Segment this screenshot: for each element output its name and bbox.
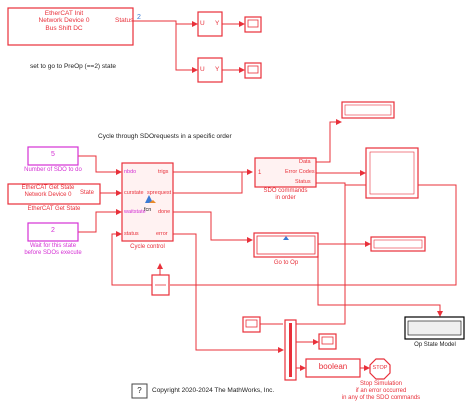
const-wait-value: 2 xyxy=(51,227,55,234)
boolean-label: boolean xyxy=(318,362,348,371)
boolean-block[interactable] xyxy=(305,358,361,378)
subsystem-lower-out: Y xyxy=(215,66,220,73)
goto-op-block[interactable] xyxy=(253,232,319,258)
cycle-note: Cycle through SDOrequests in a specific … xyxy=(98,133,232,140)
init-block-text: EtherCAT Init Network Device 0 Bus Shift… xyxy=(38,10,90,32)
help-button[interactable] xyxy=(131,383,148,399)
sdo-port-data: Data xyxy=(299,159,311,165)
subsystem-lower[interactable] xyxy=(197,57,223,83)
cycle-control-block[interactable] xyxy=(121,162,174,242)
subsystem-upper[interactable] xyxy=(197,11,223,37)
sdo-port-error-codes: Error Codes xyxy=(285,169,315,175)
cycle-input-nbdo: nbdo xyxy=(124,169,137,175)
const-wait-block[interactable] xyxy=(27,222,79,242)
scope-mux-input[interactable] xyxy=(242,316,261,333)
scope-error-codes[interactable] xyxy=(365,147,419,199)
sdo-caption: SDO commands in order xyxy=(263,188,308,201)
signal-marker: 2 xyxy=(137,14,141,21)
const-wait-caption: Wait for this state before SDOs execute xyxy=(24,243,82,256)
get-state-caption: EtherCAT Get State xyxy=(27,206,81,212)
const-sdo-caption: Number of SDO to do xyxy=(24,167,82,173)
preop-note: set to go to PreOp (==2) state xyxy=(30,63,116,70)
stop-label: STOP xyxy=(372,365,388,371)
goto-op-caption: Go to Op xyxy=(273,260,299,266)
scope-mux-output[interactable] xyxy=(318,333,337,350)
get-state-port: State xyxy=(80,190,95,196)
cycle-input-curstate: curstate xyxy=(124,190,144,196)
stop-block[interactable] xyxy=(369,358,391,380)
cycle-input-status: status xyxy=(124,231,139,237)
stop-caption: Stop Simulation if an error occurred in … xyxy=(341,381,421,401)
signal-lines xyxy=(77,20,457,371)
sdo-port-status: Status xyxy=(295,179,311,185)
cycle-output-done: done xyxy=(158,209,171,215)
cycle-output-trigs: trigs xyxy=(158,169,169,175)
cycle-input-waitstate: waitstate xyxy=(124,209,146,215)
mux-block[interactable] xyxy=(284,319,297,381)
copyright: Copyright 2020-2024 The MathWorks, Inc. xyxy=(152,387,275,394)
display-goto-op[interactable] xyxy=(370,236,426,252)
subsystem-upper-out: Y xyxy=(215,20,220,27)
get-state-block[interactable] xyxy=(7,183,101,205)
sdo-commands-block[interactable] xyxy=(254,157,317,188)
subsystem-upper-in: U xyxy=(200,20,205,27)
cycle-output-sprequest: sprequest xyxy=(147,190,172,196)
cycle-control-caption: Cycle control xyxy=(130,244,165,250)
op-state-model-block[interactable] xyxy=(404,316,465,340)
sdo-in-marker: 1 xyxy=(258,170,262,176)
ethercat-init-block[interactable] xyxy=(7,7,134,46)
get-state-text: EtherCAT Get State Network Device 0 xyxy=(21,185,75,198)
const-sdo-block[interactable] xyxy=(27,146,79,166)
scope-upper[interactable] xyxy=(244,16,262,33)
cycle-fcn: fcn xyxy=(144,207,152,213)
op-state-model-caption: Op State Model xyxy=(414,342,456,348)
subsystem-lower-in: U xyxy=(200,66,205,73)
const-sdo-value: 5 xyxy=(51,151,55,158)
scope-lower[interactable] xyxy=(244,62,262,79)
help-icon: ? xyxy=(137,386,142,395)
display-data[interactable] xyxy=(341,101,395,119)
cycle-output-error: error xyxy=(156,231,168,237)
unit-delay-block[interactable] xyxy=(151,274,170,296)
init-status-port: Status xyxy=(115,17,134,24)
